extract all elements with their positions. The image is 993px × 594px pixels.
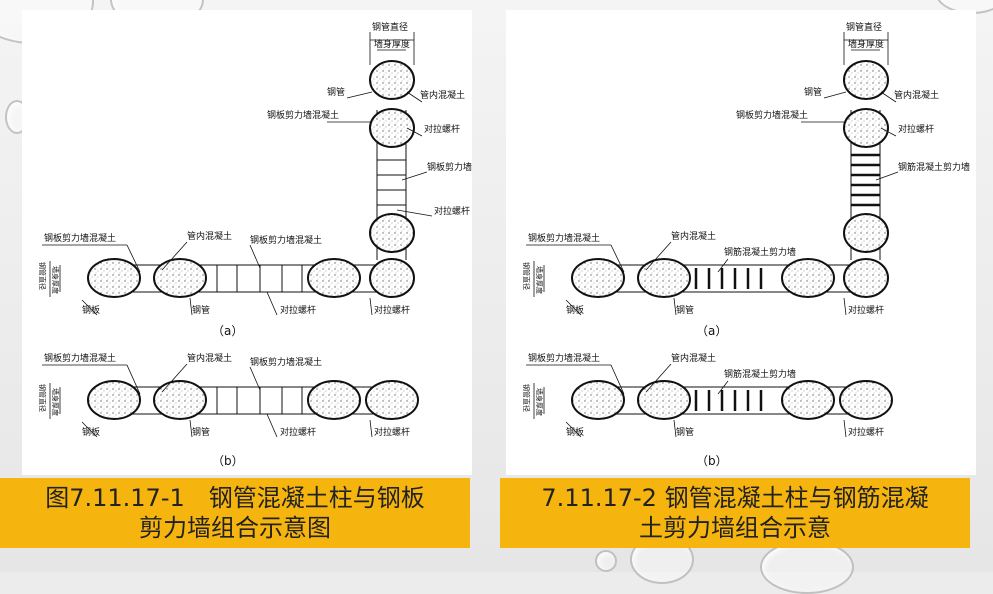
subfigure-label-b: （b） xyxy=(212,454,244,468)
label-pipe-diameter: 钢管直径 xyxy=(372,21,408,33)
label-wall-thickness: 墙身厚度 xyxy=(51,266,60,294)
steel-pipe-column xyxy=(839,380,893,420)
label-tie-bolt: 对拉螺杆 xyxy=(374,304,410,316)
label-plate-wall-concrete: 钢板剪力墙混凝土 xyxy=(736,109,808,121)
label-tie-bolt: 对拉螺杆 xyxy=(434,205,470,217)
steel-pipe-column xyxy=(153,258,207,298)
label-pipe-diameter: 钢管直径 xyxy=(846,21,882,33)
right-diagram-panel: 钢管直径 墙身厚度 钢管 管内混凝土 钢板剪力墙混凝土 对拉螺杆 钢筋混凝土剪力… xyxy=(506,10,976,475)
label-plate-wall-concrete: 钢板剪力墙混凝土 xyxy=(427,161,472,173)
steel-pipe-column xyxy=(843,258,889,298)
decor-bubble xyxy=(595,550,617,572)
label-pipe-diameter: 钢管直径 xyxy=(522,384,531,412)
steel-pipe-column xyxy=(307,380,361,420)
label-in-pipe-concrete: 管内混凝土 xyxy=(894,89,939,101)
label-tie-bolt: 对拉螺杆 xyxy=(848,304,884,316)
steel-pipe-column xyxy=(369,213,415,253)
label-steel-pipe: 钢管 xyxy=(327,86,345,98)
label-wall-thickness: 墙身厚度 xyxy=(848,38,884,50)
label-rc-shear-wall: 钢筋混凝土剪力墙 xyxy=(898,161,970,173)
label-plate-wall-concrete: 钢板剪力墙混凝土 xyxy=(267,109,339,121)
label-pipe-diameter: 钢管直径 xyxy=(38,384,47,412)
label-pipe-diameter: 钢管直径 xyxy=(38,262,47,290)
steel-pipe-column xyxy=(843,108,889,148)
label-plate-wall-concrete: 钢板剪力墙混凝土 xyxy=(250,356,322,368)
label-steel-pipe: 钢管 xyxy=(676,426,694,438)
subfigure-label-a: （a） xyxy=(212,324,243,338)
label-in-pipe-concrete: 管内混凝土 xyxy=(671,352,716,364)
label-plate-wall-concrete: 钢板剪力墙混凝土 xyxy=(250,234,322,246)
label-rc-shear-wall: 钢筋混凝土剪力墙 xyxy=(724,246,796,258)
label-steel-pipe: 钢管 xyxy=(192,426,210,438)
steel-pipe-column xyxy=(637,380,691,420)
right-caption: 7.11.17-2 钢管混凝土柱与钢筋混凝 土剪力墙组合示意 xyxy=(500,478,970,548)
label-in-pipe-concrete: 管内混凝土 xyxy=(420,89,465,101)
label-in-pipe-concrete: 管内混凝土 xyxy=(187,352,232,364)
label-steel-plate: 钢板 xyxy=(566,304,584,316)
label-plate-wall-concrete: 钢板剪力墙混凝土 xyxy=(528,232,600,244)
steel-pipe-column xyxy=(571,380,625,420)
label-pipe-diameter: 钢管直径 xyxy=(522,262,531,290)
steel-pipe-column xyxy=(87,258,141,298)
label-in-pipe-concrete: 管内混凝土 xyxy=(187,230,232,242)
right-diagram: 钢管直径 墙身厚度 钢管 管内混凝土 钢板剪力墙混凝土 对拉螺杆 钢筋混凝土剪力… xyxy=(522,21,970,468)
steel-pipe-column xyxy=(571,258,625,298)
left-caption: 图7.11.17-1 钢管混凝土柱与钢板 剪力墙组合示意图 xyxy=(0,478,470,548)
left-diagram: 钢管直径 墙身厚度 钢管 管内混凝土 钢板剪力墙混凝土 对拉螺杆 钢板剪力墙混凝… xyxy=(38,21,499,468)
subfigure-label-a: （a） xyxy=(696,324,727,338)
label-steel-plate: 钢板 xyxy=(82,426,100,438)
label-tie-bolt: 对拉螺杆 xyxy=(280,426,316,438)
label-tie-bolt: 对拉螺杆 xyxy=(424,123,460,135)
label-tie-bolt: 对拉螺杆 xyxy=(374,426,410,438)
label-steel-pipe: 钢管 xyxy=(676,304,694,316)
label-wall-thickness: 墙身厚度 xyxy=(535,266,544,294)
decor-bubble xyxy=(760,540,854,594)
left-caption-line2: 剪力墙组合示意图 xyxy=(139,514,331,542)
steel-pipe-column xyxy=(369,258,415,298)
label-wall-thickness: 墙身厚度 xyxy=(535,388,544,416)
steel-pipe-column xyxy=(87,380,141,420)
steel-pipe-column xyxy=(369,108,415,148)
label-tie-bolt: 对拉螺杆 xyxy=(280,304,316,316)
label-plate-wall-concrete: 钢板剪力墙混凝土 xyxy=(528,352,600,364)
steel-pipe-column xyxy=(637,258,691,298)
steel-pipe-column xyxy=(365,380,419,420)
steel-pipe-column xyxy=(153,380,207,420)
label-steel-pipe: 钢管 xyxy=(804,86,822,98)
steel-pipe-column xyxy=(307,258,361,298)
label-in-pipe-concrete: 管内混凝土 xyxy=(671,230,716,242)
left-diagram-panel: 钢管直径 墙身厚度 钢管 管内混凝土 钢板剪力墙混凝土 对拉螺杆 钢板剪力墙混凝… xyxy=(22,10,499,475)
label-plate-wall-concrete: 钢板剪力墙混凝土 xyxy=(44,352,116,364)
label-wall-thickness: 墙身厚度 xyxy=(374,38,410,50)
right-caption-line2: 土剪力墙组合示意 xyxy=(639,514,831,542)
subfigure-label-b: （b） xyxy=(696,454,728,468)
label-tie-bolt: 对拉螺杆 xyxy=(848,426,884,438)
label-tie-bolt: 对拉螺杆 xyxy=(898,123,934,135)
label-wall-thickness: 墙身厚度 xyxy=(51,388,60,416)
steel-pipe-column xyxy=(781,258,835,298)
label-steel-pipe: 钢管 xyxy=(192,304,210,316)
label-steel-plate: 钢板 xyxy=(82,304,100,316)
left-caption-line1: 图7.11.17-1 钢管混凝土柱与钢板 xyxy=(45,484,425,512)
steel-pipe-column xyxy=(369,60,415,100)
right-caption-line1: 7.11.17-2 钢管混凝土柱与钢筋混凝 xyxy=(541,484,929,512)
steel-pipe-column xyxy=(781,380,835,420)
steel-pipe-column xyxy=(843,213,889,253)
label-steel-plate: 钢板 xyxy=(566,426,584,438)
label-plate-wall-concrete: 钢板剪力墙混凝土 xyxy=(44,232,116,244)
label-rc-shear-wall: 钢筋混凝土剪力墙 xyxy=(724,368,796,380)
steel-pipe-column xyxy=(843,60,889,100)
